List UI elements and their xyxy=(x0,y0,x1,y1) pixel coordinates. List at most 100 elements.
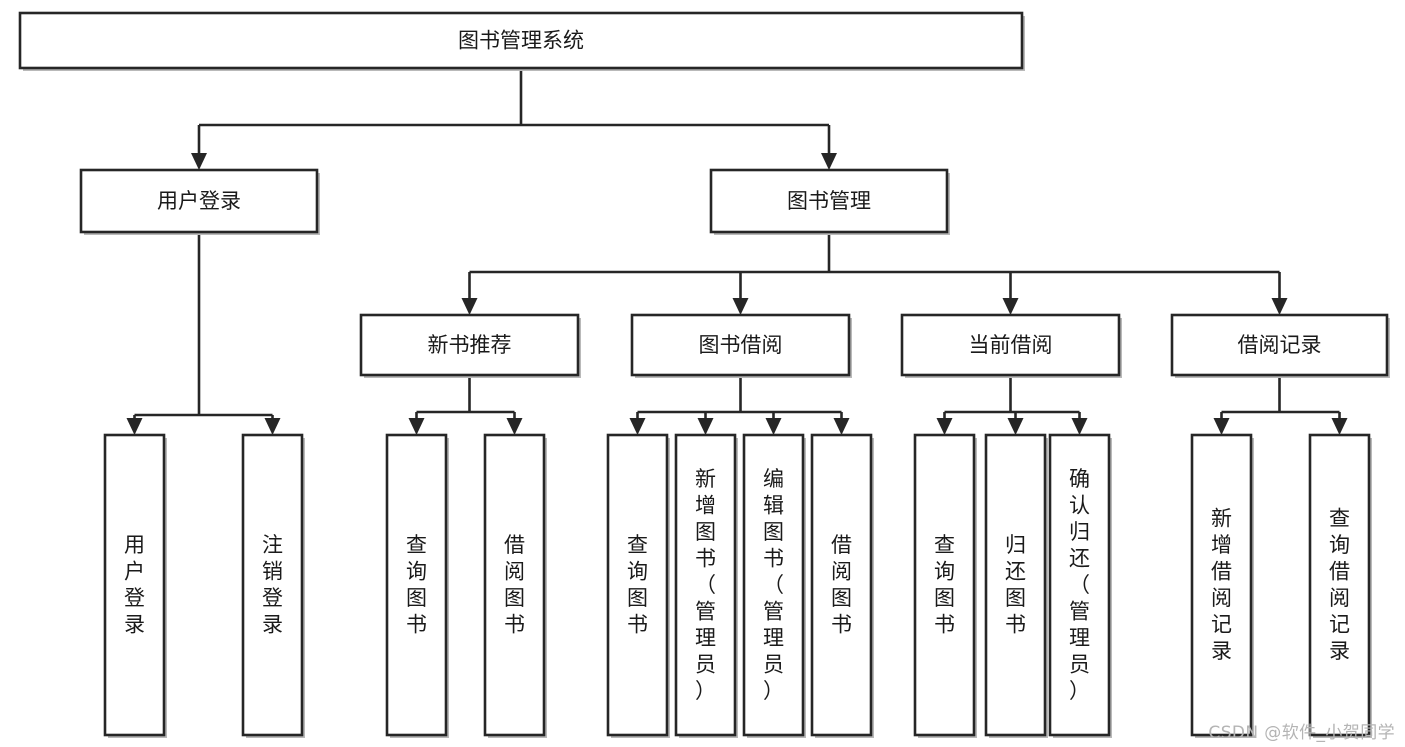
node-label-char: 还 xyxy=(1005,560,1026,584)
node-label-char: 查 xyxy=(627,533,648,557)
node-e59bbee4b9a6e7aea1e79086[interactable]: 图书管理 xyxy=(709,168,950,235)
node-label-char: 记 xyxy=(1211,613,1232,637)
node-label-char: 注 xyxy=(262,533,283,557)
node-label-char: 归 xyxy=(1005,533,1026,557)
node-label-char: 图 xyxy=(627,586,648,610)
node-label-char: 图 xyxy=(763,520,784,544)
node-label-char: 用 xyxy=(124,533,145,557)
arrow-head-icon xyxy=(191,153,207,170)
arrow-head-icon xyxy=(1002,298,1019,315)
node-label-char: 询 xyxy=(1329,533,1350,557)
node-label-char: 阅 xyxy=(504,560,525,584)
node-e794a8e688b7e799bbe5bd95[interactable]: 用户登录 xyxy=(79,168,320,235)
node-label: 图书管理系统 xyxy=(458,29,584,53)
node-label: 用户登录 xyxy=(157,189,241,213)
node-label-char: 辑 xyxy=(763,493,784,517)
node-label-char: 书 xyxy=(1005,613,1026,637)
node-label-char: 登 xyxy=(262,586,283,610)
node-label-char: 借 xyxy=(1329,560,1350,584)
node-label-char: 图 xyxy=(695,520,716,544)
node-label-char: 理 xyxy=(763,626,784,650)
node-label-char: 图 xyxy=(406,586,427,610)
node-label-char: 书 xyxy=(695,546,716,570)
node-e59bbee4b9a6e5809fe99885[interactable]: 图书借阅 xyxy=(630,313,852,378)
node-label-char: 查 xyxy=(406,533,427,557)
node-label-char: 录 xyxy=(1329,639,1350,663)
node-label-char: 记 xyxy=(1329,613,1350,637)
node-label-char: 理 xyxy=(695,626,716,650)
arrow-head-icon xyxy=(629,418,646,435)
node-label-char: 管 xyxy=(695,599,716,623)
arrow-head-icon xyxy=(1331,418,1348,435)
arrow-head-icon xyxy=(1271,298,1288,315)
node-label-char: 阅 xyxy=(831,560,852,584)
node-label-char: 书 xyxy=(627,613,648,637)
node-e5bd93e5898de5809fe99885[interactable]: 当前借阅 xyxy=(900,313,1122,378)
node-label-char: 编 xyxy=(763,467,784,491)
node-label-char: 询 xyxy=(627,560,648,584)
node-label-char: 认 xyxy=(1069,493,1090,517)
node-label-char: 查 xyxy=(1329,507,1350,531)
node-label-char: 增 xyxy=(1211,533,1232,557)
node-label-char: ） xyxy=(763,679,784,703)
node-label-char: 新 xyxy=(1211,507,1232,531)
node-label-char: 员 xyxy=(1069,652,1090,676)
node-label: 当前借阅 xyxy=(969,333,1053,357)
node-label-char: （ xyxy=(695,573,716,597)
node-e5809fe99885e8aeb0e5bd95[interactable]: 借阅记录 xyxy=(1170,313,1390,378)
connector-layer xyxy=(126,68,1348,435)
node-label-char: 员 xyxy=(763,652,784,676)
node-label-char: 归 xyxy=(1069,520,1090,544)
node-label-char: 阅 xyxy=(1329,586,1350,610)
watermark-label: CSDN @软件_小贺同学 xyxy=(1208,723,1395,743)
node-label: 图书管理 xyxy=(787,189,871,213)
node-label-char: 图 xyxy=(1005,586,1026,610)
arrow-head-icon xyxy=(821,153,837,170)
node-label-char: 登 xyxy=(124,586,145,610)
node-label-char: 书 xyxy=(406,613,427,637)
node-label-char: 询 xyxy=(934,560,955,584)
node-label-char: 管 xyxy=(1069,599,1090,623)
node-label-char: 录 xyxy=(124,613,145,637)
node-label-char: 书 xyxy=(504,613,525,637)
node-label: 借阅记录 xyxy=(1238,333,1322,357)
node-e59bbee4b9a6e7aea1e79086[interactable]: 图书管理系统 xyxy=(18,11,1025,71)
arrow-head-icon xyxy=(126,418,143,435)
node-label-char: 管 xyxy=(763,599,784,623)
arrow-head-icon xyxy=(765,418,782,435)
node-label-char: 增 xyxy=(695,493,716,517)
node-label-char: 查 xyxy=(934,533,955,557)
arrow-head-icon xyxy=(936,418,953,435)
node-label-char: 理 xyxy=(1069,626,1090,650)
node-label-char: ） xyxy=(1069,679,1090,703)
node-label: 图书借阅 xyxy=(699,333,783,357)
node-e696b0e4b9a6e68ea8e88d90[interactable]: 新书推荐 xyxy=(359,313,581,378)
arrow-head-icon xyxy=(1213,418,1230,435)
node-label-char: 录 xyxy=(262,613,283,637)
arrow-head-icon xyxy=(732,298,749,315)
node-label-char: （ xyxy=(763,573,784,597)
node-label-char: 确 xyxy=(1069,467,1090,491)
node-label-char: 借 xyxy=(1211,560,1232,584)
arrow-head-icon xyxy=(506,418,523,435)
node-label-char: ） xyxy=(695,679,716,703)
node-e794a8e688b7e799bbe5bd95[interactable]: 用户登录 xyxy=(103,433,167,738)
node-label-char: 图 xyxy=(504,586,525,610)
node-label-char: 借 xyxy=(504,533,525,557)
node-label-char: 员 xyxy=(695,652,716,676)
arrow-head-icon xyxy=(1071,418,1088,435)
